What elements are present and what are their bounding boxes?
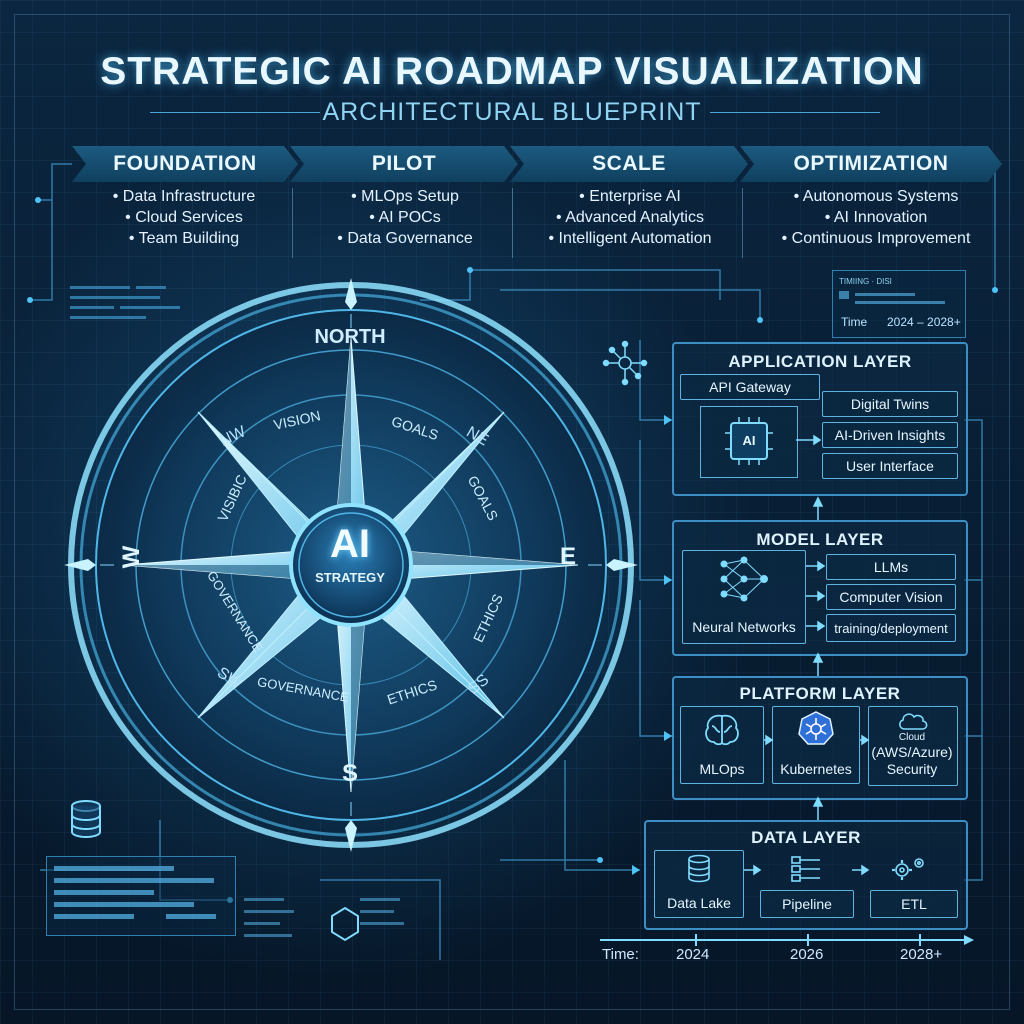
time-range-panel: TIMIING · DISI Time 2024 – 2028+ (832, 270, 966, 338)
database-icon (71, 800, 101, 838)
list-item: • Autonomous Systems (793, 188, 959, 205)
chip-schematic (244, 898, 404, 942)
compass-south-label: S (341, 760, 358, 787)
brain-icon (705, 714, 739, 746)
cloud-provider-label: (AWS/Azure) (871, 744, 953, 760)
compass-center-subtitle: STRATEGY (315, 570, 385, 585)
phase-pilot: PILOT (290, 146, 518, 182)
cloud-security-box (868, 706, 958, 786)
phase-bar: FOUNDATION PILOT SCALE OPTIMIZATION (72, 146, 802, 182)
compass-north-label: NORTH (314, 326, 386, 348)
phase-pilot-list: • MLOps Setup • AI POCs • Data Governanc… (300, 186, 510, 249)
compass-east-label: E (559, 543, 576, 570)
list-item: • Team Building (128, 230, 240, 247)
etl-box: ETL (870, 890, 958, 918)
computer-vision-box: Computer Vision (826, 584, 956, 610)
list-item: • Cloud Services (125, 209, 243, 226)
list-item: • MLOps Setup (351, 188, 459, 205)
neural-network-icon (720, 556, 768, 602)
cloud-label: Cloud (898, 732, 926, 743)
phase-optimization-list: • Autonomous Systems • AI Innovation • C… (752, 186, 1000, 249)
neural-networks-box: Neural Networks (682, 550, 806, 644)
ai-chip-box: AI (700, 406, 798, 478)
phase-divider (742, 188, 743, 258)
phase-optimization: OPTIMIZATION (740, 146, 1002, 182)
data-readout-panel (70, 286, 180, 319)
llms-box: LLMs (826, 554, 956, 580)
frame-border (14, 14, 1010, 1010)
network-node-icon (602, 340, 648, 386)
phase-foundation-list: • Data Infrastructure • Cloud Services •… (84, 186, 284, 249)
time-panel-range: 2024 – 2028+ (887, 315, 961, 329)
kubernetes-icon (798, 711, 834, 745)
phase-foundation: FOUNDATION (72, 146, 298, 182)
list-item: • AI Innovation (824, 209, 928, 226)
model-layer-title: MODEL LAYER (756, 530, 884, 549)
digital-twins-box: Digital Twins (822, 391, 958, 417)
timeline-tick-2024: 2024 (676, 946, 710, 963)
ai-chip-label: AI (742, 433, 756, 448)
pipeline-icon (791, 856, 820, 882)
data-table-panel (46, 856, 236, 936)
page-subtitle: ARCHITECTURAL BLUEPRINT (322, 98, 702, 126)
subtitle-rule-left (150, 112, 320, 113)
subtitle-rule-right (710, 112, 880, 113)
list-item: • Data Infrastructure (112, 188, 256, 205)
gears-icon (892, 858, 924, 880)
compass-center-title: AI (330, 522, 370, 566)
api-gateway-box: API Gateway (680, 374, 820, 400)
time-panel-label: Time (841, 315, 868, 329)
database-icon (688, 854, 710, 883)
phase-scale: SCALE (510, 146, 748, 182)
timeline-label: Time: (602, 946, 639, 963)
application-layer-title: APPLICATION LAYER (728, 352, 912, 371)
cloud-icon (899, 713, 928, 730)
data-lake-box: Data Lake (654, 850, 744, 918)
page-title: STRATEGIC AI ROADMAP VISUALIZATION (100, 50, 924, 93)
phase-divider (292, 188, 293, 258)
ai-chip-icon (725, 417, 773, 465)
strategy-compass (64, 278, 638, 852)
training-deployment-box: training/deployment (826, 614, 956, 642)
security-label: Security (886, 761, 938, 777)
list-item: • Enterprise AI (579, 188, 681, 205)
time-panel-header: TIMIING · DISI (839, 277, 892, 286)
phase-scale-list: • Enterprise AI • Advanced Analytics • I… (520, 186, 740, 249)
phase-divider (512, 188, 513, 258)
compass-west-label: W (118, 545, 145, 569)
time-panel-bars (839, 291, 945, 304)
timeline-tick-2028: 2028+ (900, 946, 943, 963)
data-layer-title: DATA LAYER (751, 828, 861, 847)
ai-driven-insights-box: AI-Driven Insights (822, 422, 958, 448)
pipeline-box: Pipeline (760, 890, 854, 918)
user-interface-box: User Interface (822, 453, 958, 479)
list-item: • Advanced Analytics (556, 209, 704, 226)
platform-layer-title: PLATFORM LAYER (739, 684, 901, 703)
list-item: • AI POCs (369, 209, 441, 226)
timeline-tick-2026: 2026 (790, 946, 824, 963)
list-item: • Data Governance (337, 230, 473, 247)
list-item: • Continuous Improvement (781, 230, 971, 247)
list-item: • Intelligent Automation (548, 230, 712, 247)
